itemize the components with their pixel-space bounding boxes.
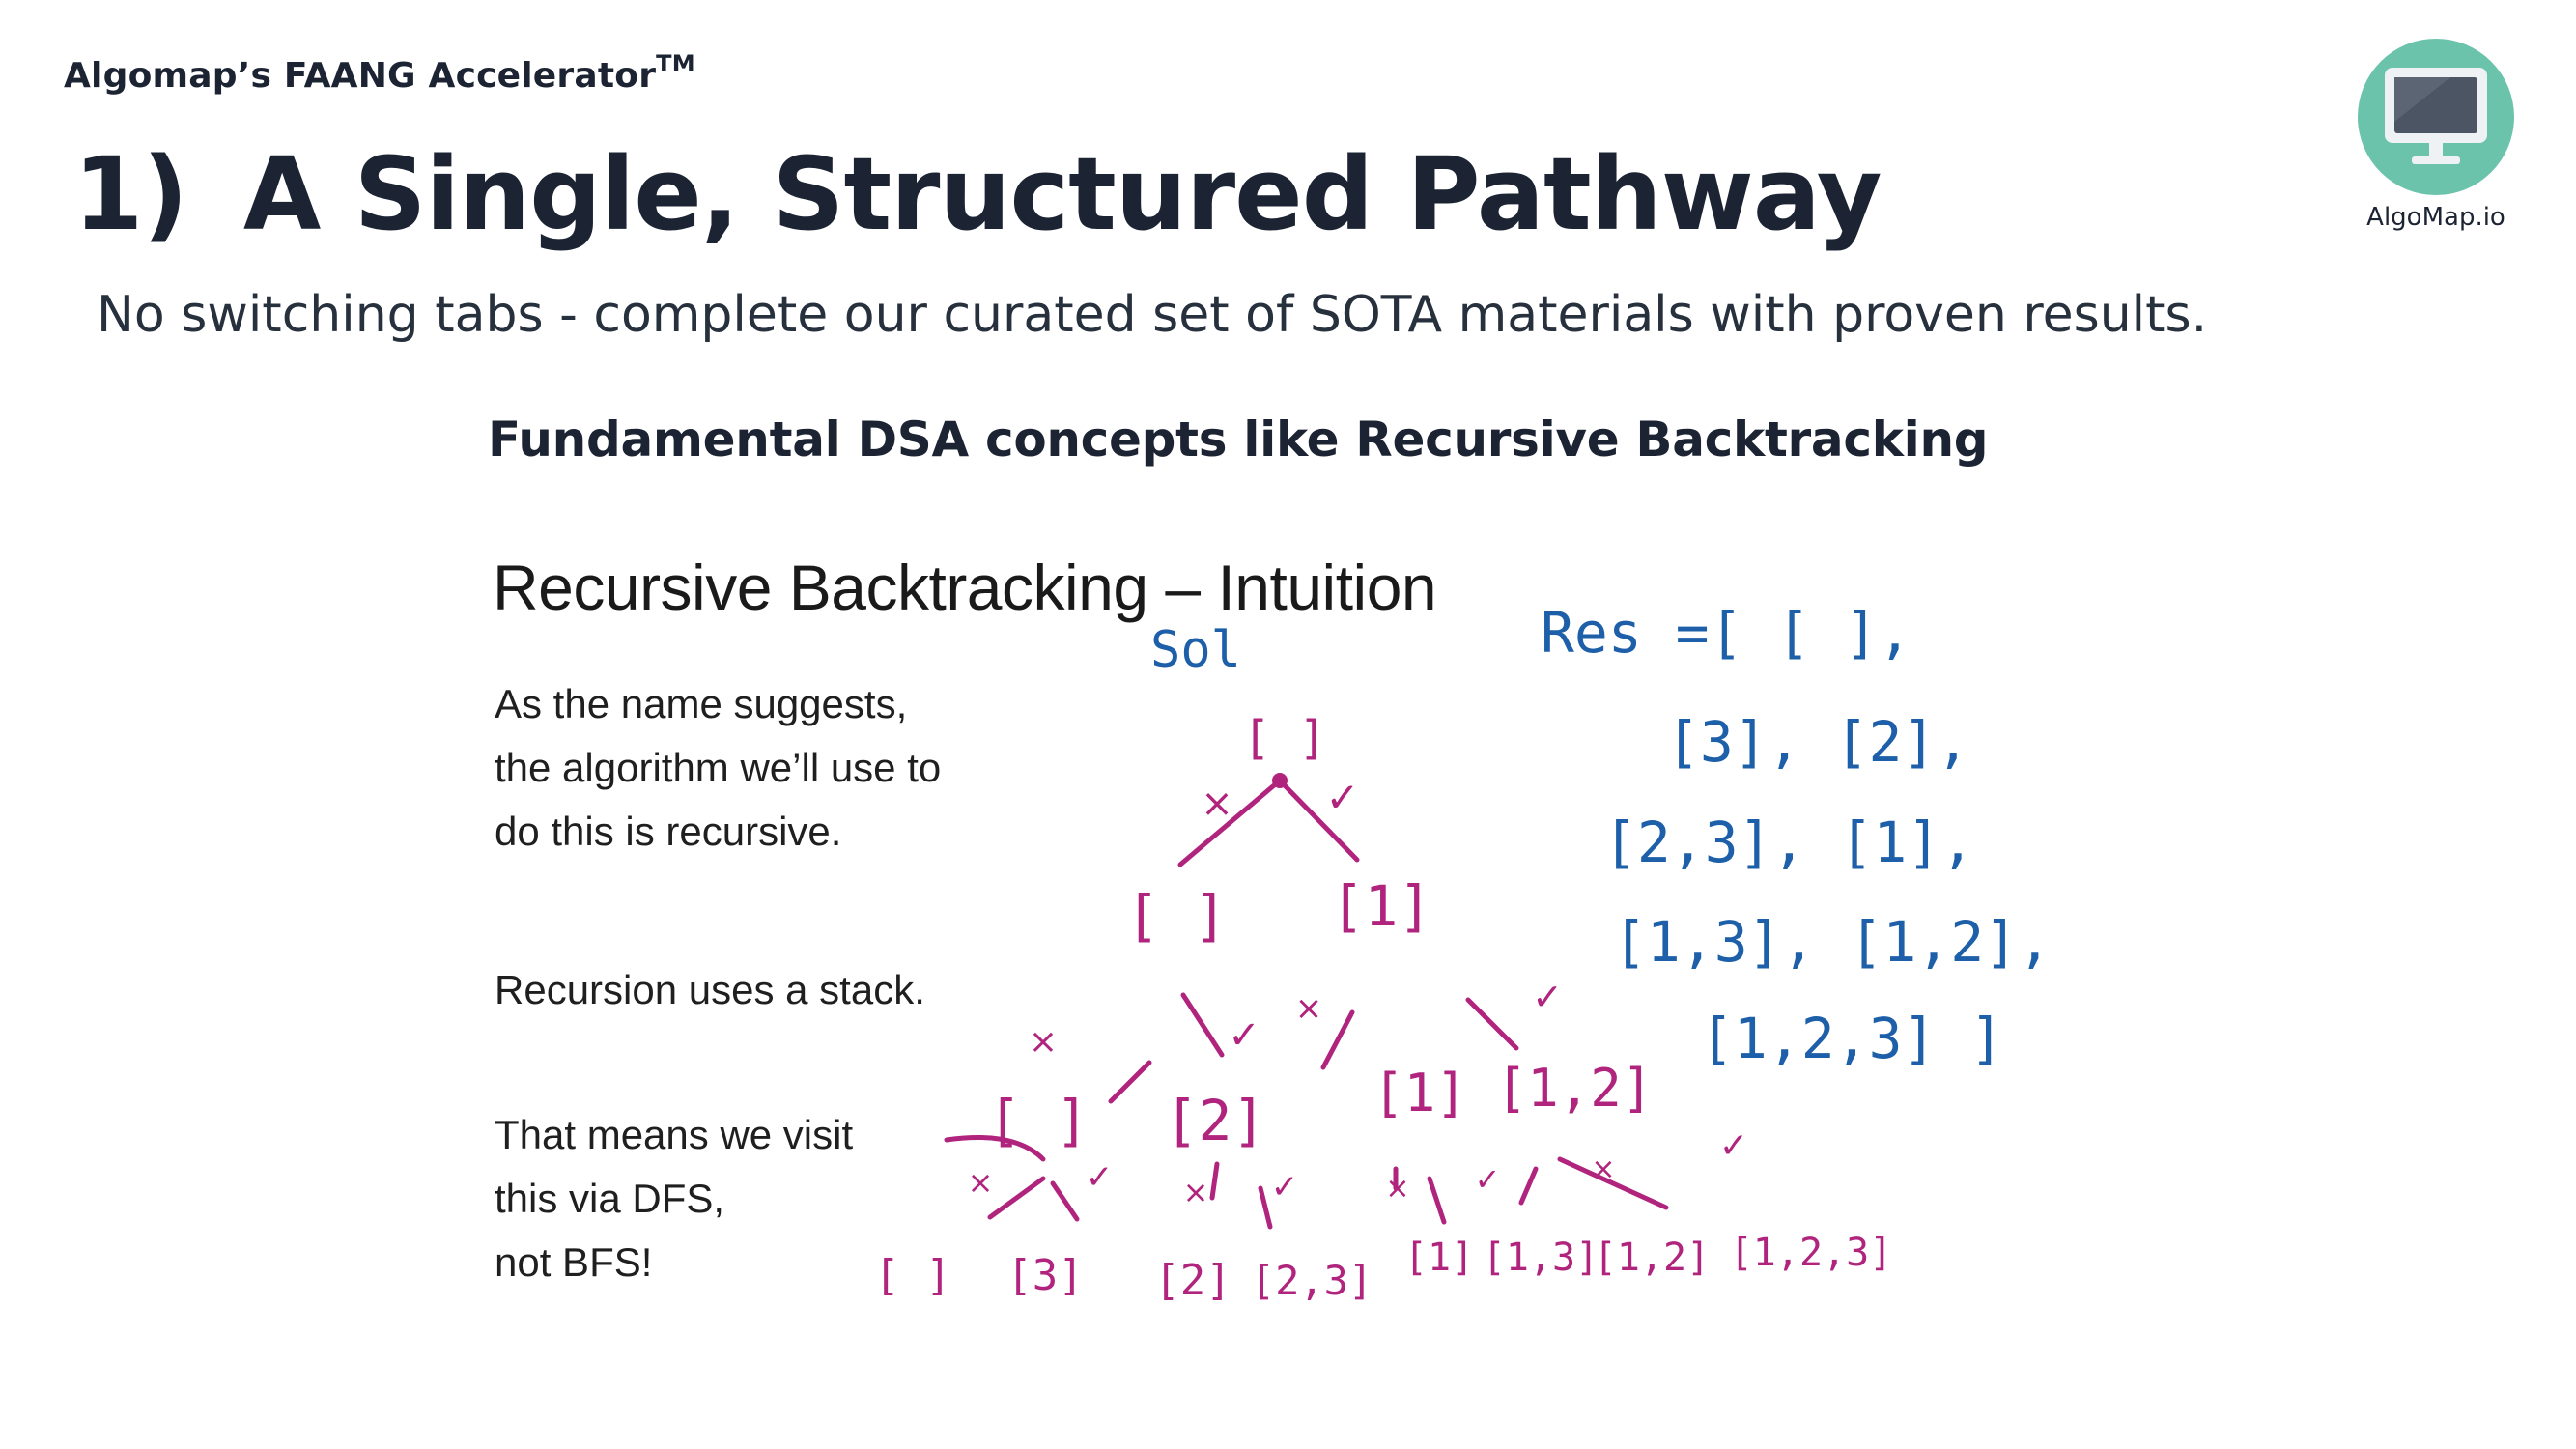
tree-node-l3: [2] bbox=[1154, 1256, 1231, 1305]
title-text: A Single, Structured Pathway bbox=[242, 135, 1882, 253]
tree-node-root: [ ] bbox=[1243, 711, 1327, 765]
handwritten-annotations: Sol Res =[ [ ], [3], [2], [2,3], [1], [1… bbox=[874, 600, 2052, 1305]
tree-node-l3: [2,3] bbox=[1251, 1257, 1373, 1304]
exclude-mark: × bbox=[1029, 1022, 1058, 1062]
logo-label: AlgoMap.io bbox=[2366, 203, 2505, 232]
algomap-logo: AlgoMap.io bbox=[2351, 39, 2521, 237]
monitor-icon bbox=[2385, 68, 2487, 164]
exclude-mark: × bbox=[1591, 1152, 1615, 1186]
tree-edge bbox=[944, 1135, 1046, 1162]
include-mark: ✓ bbox=[1086, 1158, 1114, 1197]
res-line: [2,3], [1], bbox=[1603, 810, 1974, 875]
tree-node-l1: [1] bbox=[1331, 873, 1432, 939]
tree-node-l3: [3] bbox=[1006, 1251, 1083, 1300]
include-mark: ✓ bbox=[1325, 774, 1359, 821]
tree-edge bbox=[1465, 997, 1519, 1051]
slide-paragraph-3: That means we visit this via DFS, not BF… bbox=[495, 1112, 854, 1285]
embedded-slide: Recursive Backtracking – Intuition As th… bbox=[473, 522, 2135, 1352]
exclude-mark: × bbox=[1183, 1174, 1209, 1210]
exclude-mark: × bbox=[1385, 1172, 1409, 1206]
tree-edge bbox=[1209, 1161, 1220, 1201]
exclude-mark: × bbox=[1201, 781, 1233, 826]
page-title: 1) A Single, Structured Pathway bbox=[73, 135, 1882, 253]
brand-name: Algomap’s FAANG Accelerator bbox=[64, 56, 657, 96]
tree-node-l2: [2] bbox=[1165, 1088, 1266, 1153]
include-mark: ✓ bbox=[1532, 976, 1563, 1018]
brand-header: Algomap’s FAANG AcceleratorTM bbox=[64, 50, 695, 96]
tree-edge bbox=[1258, 1185, 1273, 1230]
tree-edge bbox=[1180, 992, 1225, 1058]
include-mark: ✓ bbox=[1475, 1161, 1501, 1198]
tree-edge bbox=[1177, 778, 1283, 867]
tree-edge bbox=[1050, 1180, 1080, 1222]
logo-badge bbox=[2358, 39, 2514, 195]
exclude-mark: × bbox=[1295, 989, 1323, 1028]
tree-node-l2: [1] bbox=[1373, 1063, 1467, 1123]
tree-node-l3: [1,3] bbox=[1483, 1236, 1599, 1280]
tree-edge bbox=[1557, 1156, 1669, 1210]
tree-edge bbox=[1320, 1009, 1355, 1070]
root-node-dot bbox=[1272, 773, 1288, 788]
tree-edge bbox=[1427, 1176, 1447, 1225]
tree-node-l3: [1] bbox=[1404, 1236, 1474, 1280]
page-subtitle: No switching tabs - complete our curated… bbox=[97, 286, 2208, 344]
trademark-mark: TM bbox=[656, 50, 695, 77]
tree-edge bbox=[1108, 1060, 1152, 1104]
res-line: [1,2,3] ] bbox=[1700, 1006, 2003, 1071]
res-line: [3], [2], bbox=[1666, 709, 1969, 775]
tree-node-l2: [ ] bbox=[988, 1088, 1090, 1153]
slide-paragraph-2: Recursion uses a stack. bbox=[495, 967, 925, 1012]
tree-node-l3: [ ] bbox=[874, 1251, 950, 1300]
res-line: Res =[ [ ], bbox=[1541, 600, 1911, 666]
tree-node-l1: [ ] bbox=[1126, 883, 1228, 949]
include-mark: ✓ bbox=[1719, 1126, 1748, 1166]
sol-label: Sol bbox=[1150, 621, 1241, 679]
tree-node-l2: [1,2] bbox=[1496, 1058, 1654, 1119]
tree-edge bbox=[1277, 778, 1360, 863]
res-line: [1,3], [1,2], bbox=[1613, 909, 2052, 975]
slide-title: Recursive Backtracking – Intuition bbox=[493, 552, 1437, 623]
include-mark: ✓ bbox=[1271, 1168, 1299, 1207]
tree-node-l3: [1,2] bbox=[1594, 1236, 1710, 1280]
tree-node-l3: [1,2,3] bbox=[1730, 1231, 1893, 1275]
include-mark: ✓ bbox=[1228, 1013, 1260, 1058]
exclude-mark: × bbox=[968, 1164, 994, 1201]
tree-edge bbox=[987, 1176, 1046, 1220]
title-number: 1) bbox=[73, 135, 188, 253]
slide-paragraph-1: As the name suggests, the algorithm we’l… bbox=[495, 681, 942, 854]
section-heading: Fundamental DSA concepts like Recursive … bbox=[488, 412, 1989, 468]
tree-edge bbox=[1518, 1166, 1539, 1206]
